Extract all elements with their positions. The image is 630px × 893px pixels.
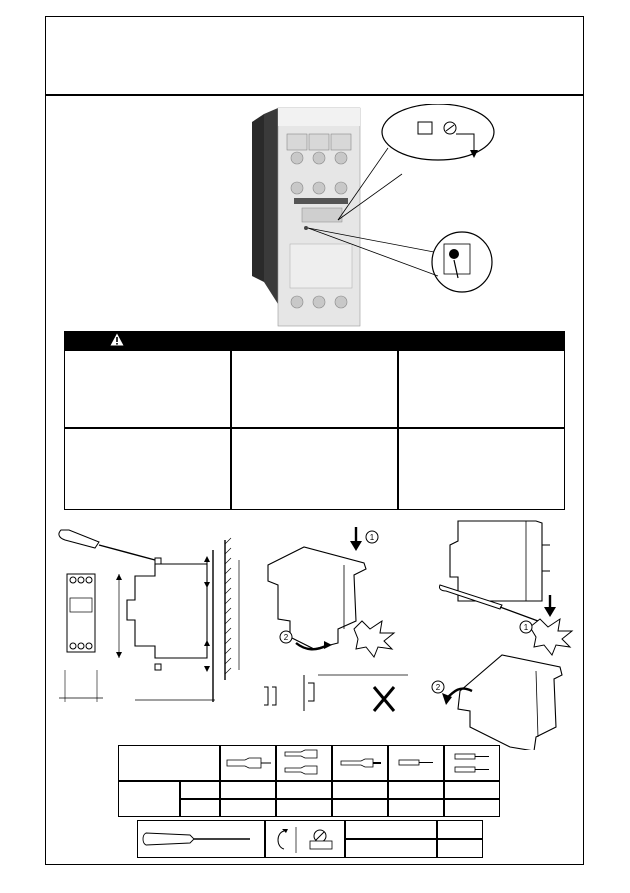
torque-cell <box>265 820 345 858</box>
torque-rotation-icon <box>277 830 285 850</box>
screwdriver-icon <box>58 529 156 561</box>
warning-cell <box>64 428 231 510</box>
warning-cell <box>64 350 231 428</box>
mounting-dimensions-diagram <box>58 529 240 702</box>
release-burst <box>529 617 574 656</box>
screwdriver-icon <box>439 584 503 610</box>
header-divider <box>45 94 584 96</box>
wiring-row-header <box>118 745 220 781</box>
din-rail-removal-diagram: 1 2 <box>431 520 574 750</box>
wiring-value-row2 <box>444 799 500 817</box>
warning-cell <box>398 428 565 510</box>
wiring-value <box>444 781 500 799</box>
wiring-icon-cell <box>276 745 332 781</box>
page-frame <box>45 16 584 865</box>
wiring-value <box>220 781 276 799</box>
wiring-value-row2 <box>220 799 276 817</box>
side-view <box>126 563 208 659</box>
warning-triangle-icon <box>110 333 124 346</box>
wiring-sub-label <box>180 781 220 799</box>
tool-cell <box>137 820 265 858</box>
torque-value <box>437 839 483 858</box>
step-marker: 2 <box>284 633 289 642</box>
step-marker: 2 <box>436 683 441 692</box>
double-solid-wire-icon <box>454 753 489 773</box>
brand-strip <box>294 198 348 204</box>
wiring-value <box>388 781 444 799</box>
wiring-value-row2 <box>276 799 332 817</box>
torque-value <box>437 820 483 839</box>
click-burst <box>353 619 396 658</box>
torque-value <box>345 839 437 858</box>
wiring-sub-label-2 <box>180 799 220 817</box>
wiring-value-row2 <box>388 799 444 817</box>
product-illustration <box>252 104 495 327</box>
led-icon <box>449 249 459 259</box>
page-title <box>60 30 570 80</box>
adjust-arrow <box>456 133 475 154</box>
terminal-screw-icon <box>309 829 333 850</box>
din-rail-mount-diagram: 1 2 <box>264 527 408 712</box>
wiring-icon-cell <box>220 745 276 781</box>
wiring-value <box>332 781 388 799</box>
torque-value <box>345 820 437 839</box>
ferrule-single-icon <box>226 757 271 769</box>
wiring-icon-cell <box>388 745 444 781</box>
ferrule-double-icon <box>284 749 318 775</box>
wiring-value-row2 <box>332 799 388 817</box>
warning-header-bar <box>64 331 565 350</box>
warning-cell <box>231 350 398 428</box>
screwdriver-icon <box>142 832 250 846</box>
warning-cell <box>231 428 398 510</box>
wiring-icon-cell <box>332 745 388 781</box>
adjust-panel <box>301 207 343 223</box>
front-window <box>289 243 353 289</box>
led-indicator <box>304 226 308 230</box>
solid-wire-icon <box>398 759 433 766</box>
callout-adjust <box>381 104 495 161</box>
front-view <box>66 573 96 653</box>
ferrule-plain-icon <box>340 758 381 768</box>
warning-cell <box>398 350 565 428</box>
potentiometer-icon <box>417 121 433 135</box>
bottom-terminals <box>290 295 348 309</box>
wiring-icon-cell <box>444 745 500 781</box>
device-side-shadow <box>252 114 264 282</box>
wiring-sub-header <box>118 781 180 817</box>
wiring-value <box>276 781 332 799</box>
step-marker: 1 <box>370 533 375 542</box>
step-marker: 1 <box>524 623 529 632</box>
device-top <box>278 108 360 126</box>
device-side <box>264 108 278 304</box>
top-terminals <box>286 133 352 195</box>
